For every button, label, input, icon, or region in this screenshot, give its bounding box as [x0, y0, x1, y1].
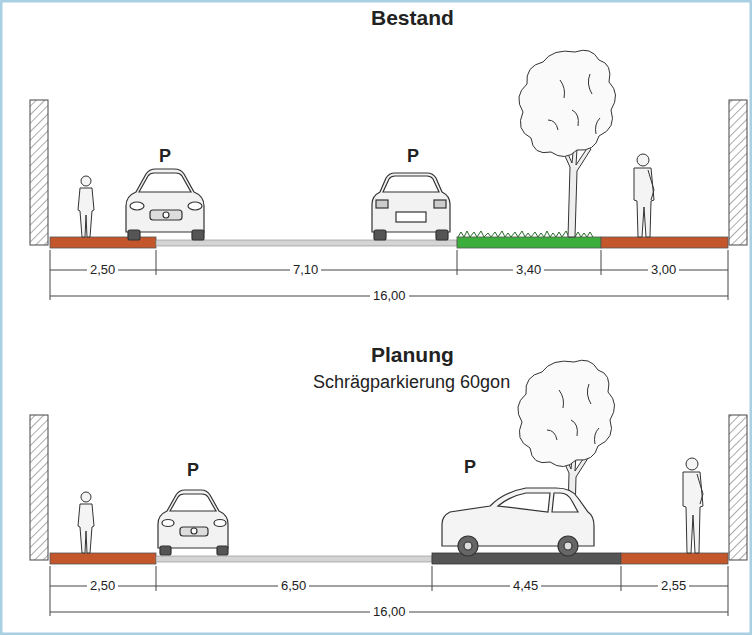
dimension-label: 16,00	[370, 289, 409, 303]
existing-section	[30, 50, 747, 300]
dimension-label: 16,00	[370, 605, 409, 619]
parking-mark: P	[159, 147, 171, 167]
parking-mark: P	[464, 458, 476, 478]
parking-mark: P	[187, 461, 199, 481]
section-subheading: Schrägparkierung 60gon	[313, 373, 510, 393]
section-heading: Planung	[371, 343, 454, 366]
dimension-label: 4,45	[510, 579, 541, 593]
section-heading: Bestand	[371, 6, 454, 29]
dimension-label: 2,50	[87, 579, 118, 593]
parking-mark: P	[407, 147, 419, 167]
dimension-label: 7,10	[290, 263, 321, 277]
dimension-label: 2,50	[87, 263, 118, 277]
planned-section	[30, 360, 747, 616]
dimension-label: 3,40	[513, 263, 544, 277]
dimension-label: 3,00	[648, 263, 679, 277]
dimension-label: 6,50	[278, 579, 309, 593]
dimension-label: 2,55	[658, 579, 689, 593]
